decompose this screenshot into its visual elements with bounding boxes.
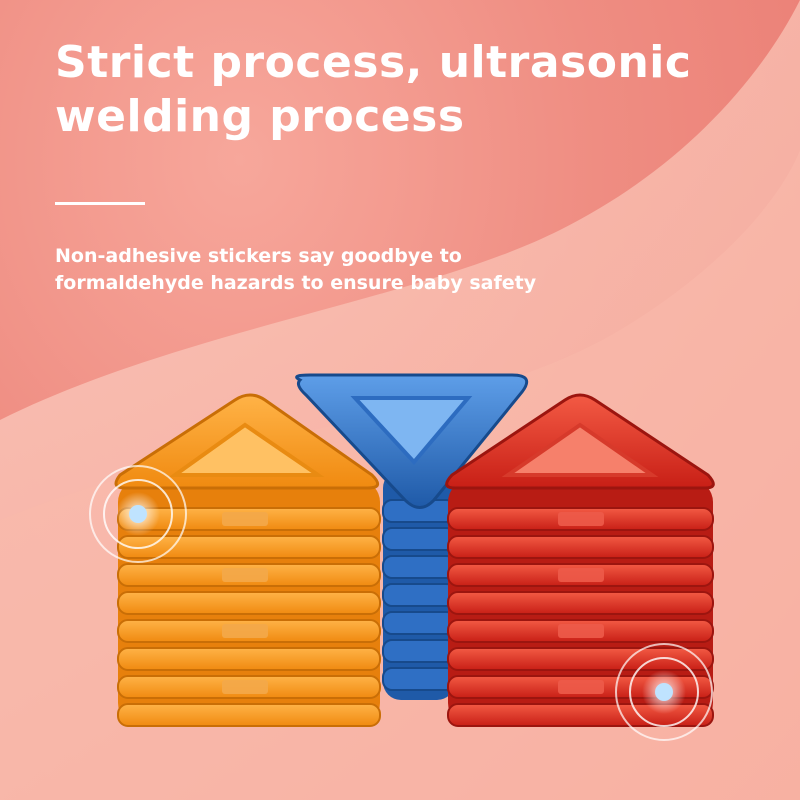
magnet-indicator-icon: [89, 465, 187, 563]
divider: [55, 202, 145, 205]
magnet-indicator-icon: [615, 643, 713, 741]
subtext-line-1: Non-adhesive stickers say goodbye to: [55, 245, 462, 267]
headline: Strict process, ultrasonic welding proce…: [55, 36, 755, 144]
headline-line-1: Strict process, ultrasonic: [55, 37, 692, 88]
headline-line-2: welding process: [55, 91, 465, 142]
subtext-line-2: formaldehyde hazards to ensure baby safe…: [55, 272, 537, 294]
subtext: Non-adhesive stickers say goodbye to for…: [55, 243, 675, 297]
orange-tile-stack: [114, 393, 381, 727]
blue-tile-stack: [295, 373, 529, 700]
